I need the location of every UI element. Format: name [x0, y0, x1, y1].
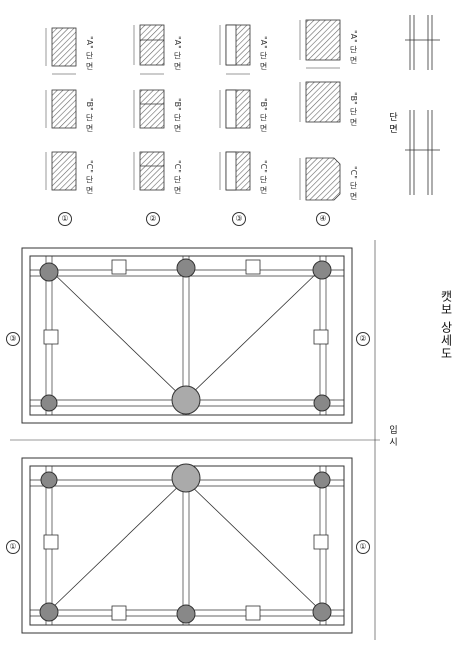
detail-2b: [139, 89, 165, 129]
marker-4: ④: [316, 212, 330, 226]
detail-4a: [305, 19, 341, 61]
detail-label-b1: "A" 단 면: [173, 36, 182, 70]
detail-label-b2: "B" 단 면: [173, 98, 182, 132]
detail-label-d1: "A" 단 면: [349, 30, 358, 64]
diagonal-braces: [49, 269, 321, 611]
marker-1: ①: [58, 212, 72, 226]
detail-label-c3: "C" 단 면: [259, 160, 268, 195]
detail-label-b3: "C" 단 면: [173, 160, 182, 195]
beams: [30, 256, 344, 625]
marker-2: ②: [146, 212, 160, 226]
column-nodes: [39, 258, 332, 624]
plan-marker-right-low: ①: [356, 540, 370, 554]
elevation-caption: 입 시: [387, 425, 397, 446]
detail-label-a2: "B" 단 면: [85, 98, 94, 132]
detail-label-a1: "A" 단 면: [85, 36, 94, 70]
detail-label-c1: "A" 단 면: [259, 36, 268, 70]
detail-2a: [139, 24, 165, 66]
drawing-title: 캣보 상세도: [439, 290, 453, 360]
detail-2c: [139, 151, 165, 191]
detail-label-c2: "B" 단 면: [259, 98, 268, 132]
plan-frames: [21, 247, 353, 634]
detail-label-a3: "C" 단 면: [85, 160, 94, 195]
detail-label-d2: "B" 단 면: [349, 92, 358, 126]
detail-label-d3: "C" 단 면: [349, 166, 358, 201]
plan-marker-mid: ①: [6, 540, 20, 554]
section-details: [45, 19, 341, 201]
pads: [43, 259, 329, 621]
detail-1b: [51, 89, 77, 129]
plan-marker-right: ②: [356, 332, 370, 346]
side-elevation: [405, 15, 440, 195]
detail-4b: [305, 81, 341, 123]
marker-3: ③: [232, 212, 246, 226]
plan-marker-top: ③: [6, 332, 20, 346]
section-caption: 단 면: [387, 112, 397, 133]
detail-4c: [305, 157, 341, 201]
detail-1a: [51, 27, 77, 67]
detail-1c: [51, 151, 77, 191]
